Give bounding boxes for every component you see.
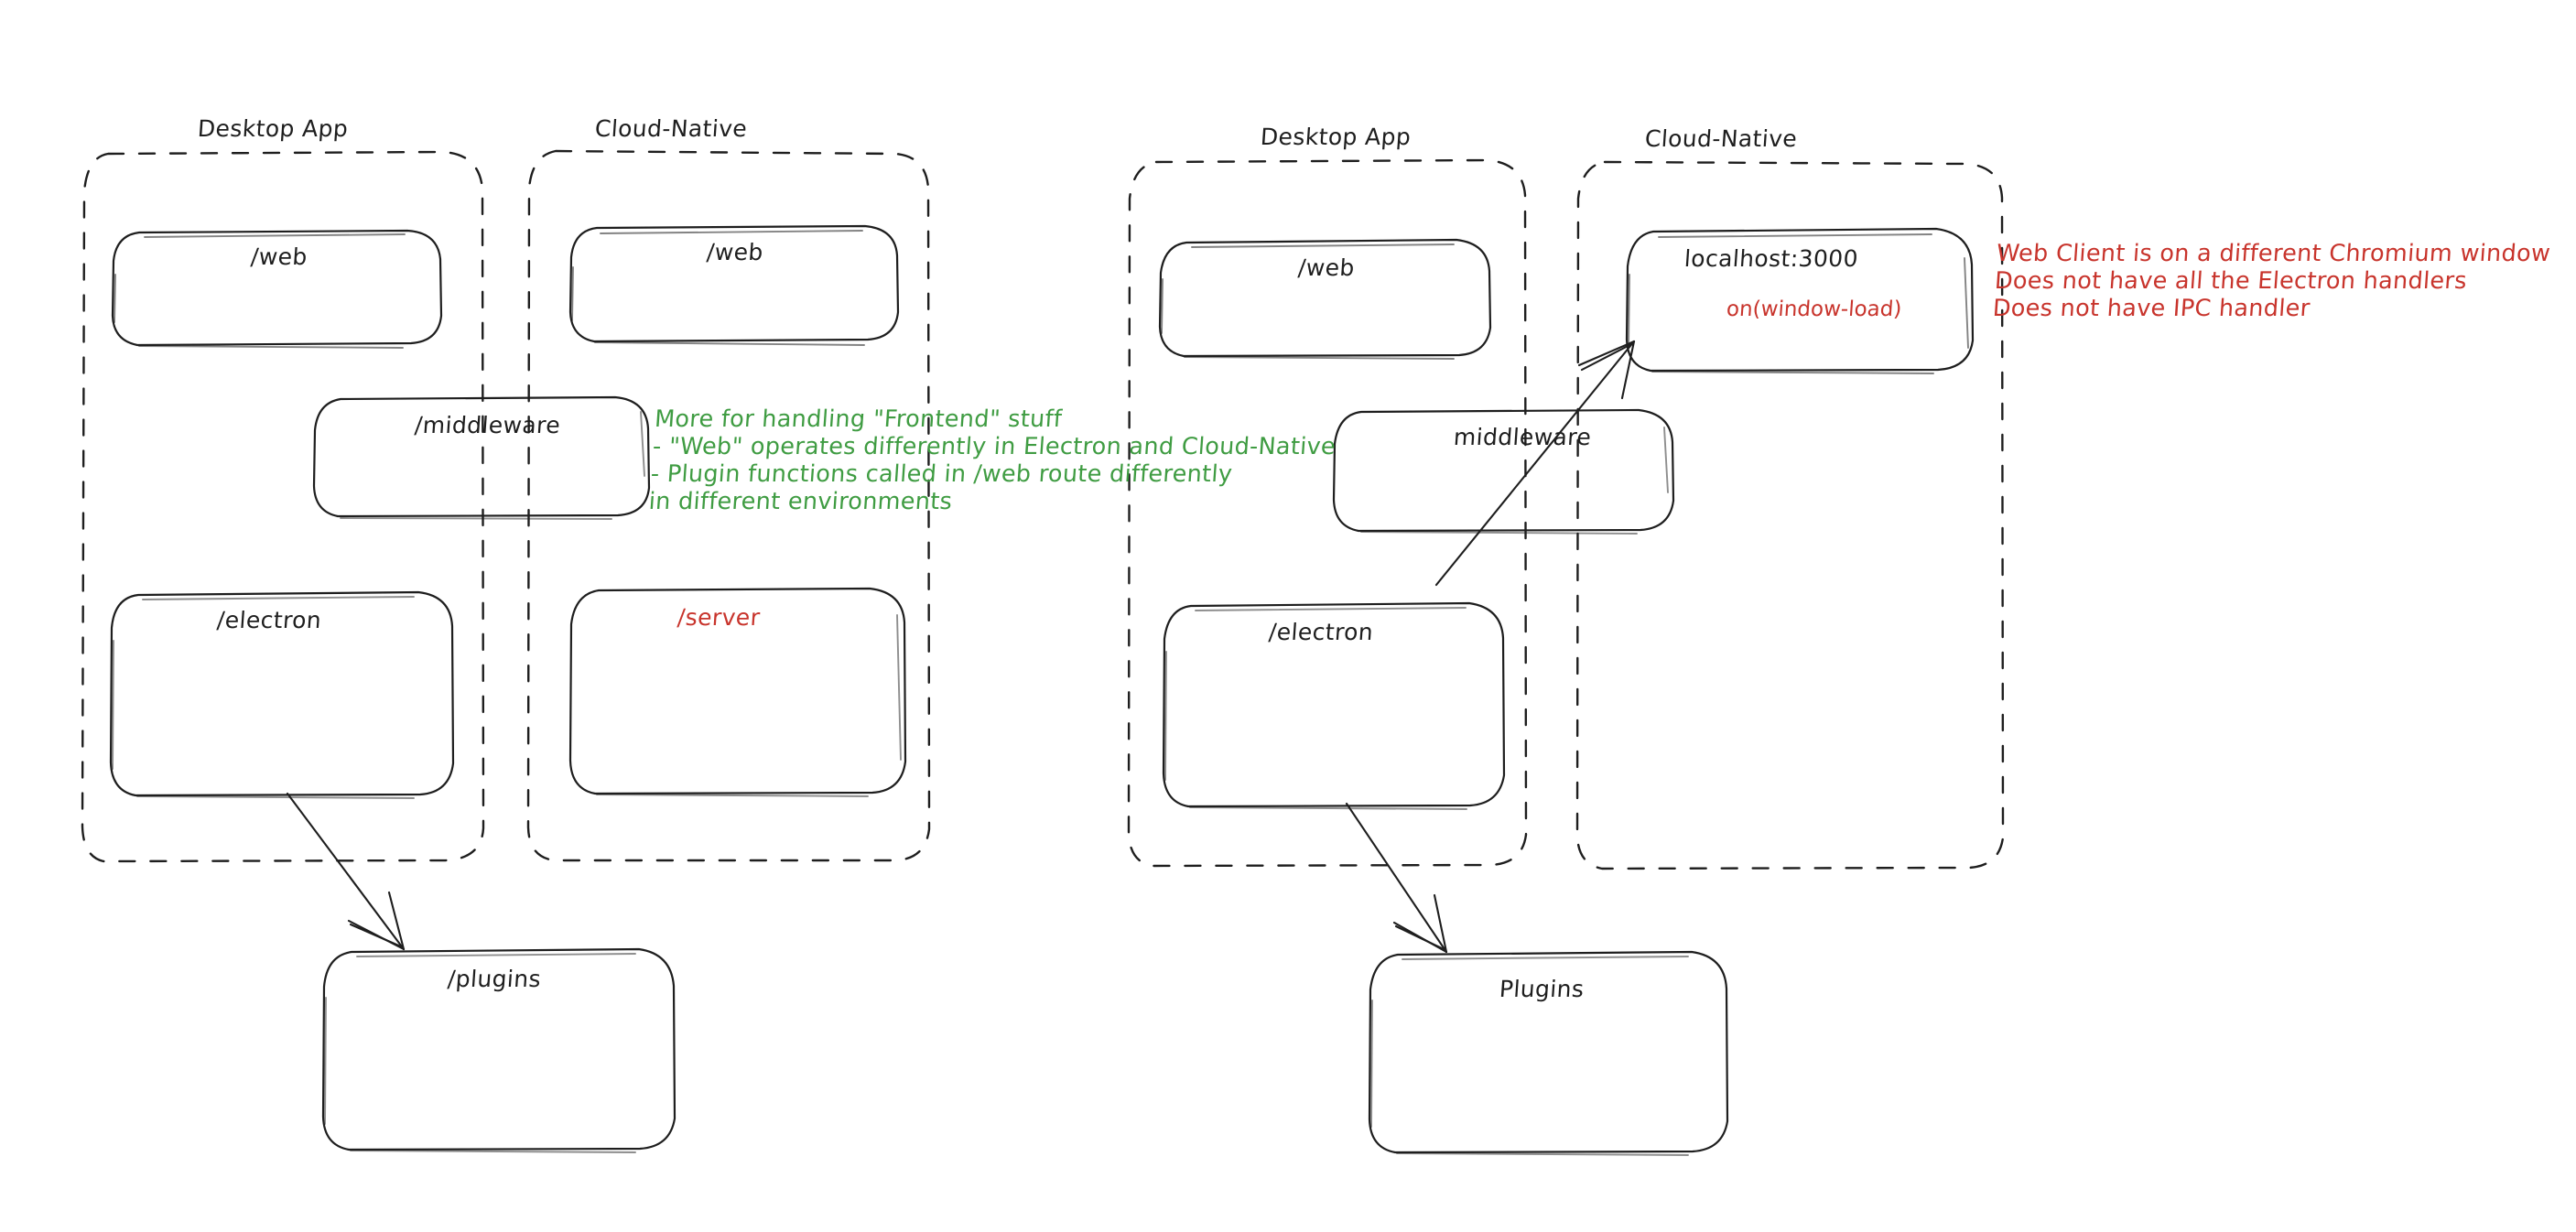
- box-label-electron-left: /electron: [215, 607, 323, 633]
- box-label-electron-right: /electron: [1267, 619, 1375, 645]
- box-label-plugins-left: /plugins: [446, 966, 542, 992]
- annotation-frontend-note: More for handling "Frontend" stuff - "We…: [647, 405, 1337, 515]
- box-label-plugins-right: Plugins: [1498, 976, 1586, 1002]
- frame-title-cloud-native-right: Cloud-Native: [1643, 125, 1799, 152]
- box-label-middleware-right: middleware: [1452, 424, 1593, 450]
- frame-title-desktop-app-right: Desktop App: [1259, 124, 1412, 150]
- arrow-electron-to-plugins-right: [1345, 802, 1448, 954]
- box-label-web-desktop-right: /web: [1296, 254, 1356, 281]
- box-label-localhost-3000: localhost:3000: [1683, 245, 1859, 272]
- frame-title-cloud-native-left: Cloud-Native: [593, 115, 749, 142]
- box-label-middleware-left: /middleware: [413, 412, 562, 438]
- arrow-electron-to-plugins-left: [286, 792, 406, 951]
- frame-title-desktop-app-left: Desktop App: [196, 115, 350, 142]
- box-label-web-desktop-left: /web: [249, 243, 308, 270]
- box-label-web-cloud-left: /web: [705, 239, 764, 265]
- box-label-server-left: /server: [676, 604, 762, 631]
- arrow-electron-to-localhost: [1434, 340, 1636, 587]
- annotation-web-client-note: Web Client is on a different Chromium wi…: [1991, 240, 2552, 322]
- box-sublabel-on-window-load: on(window-load): [1726, 297, 1903, 321]
